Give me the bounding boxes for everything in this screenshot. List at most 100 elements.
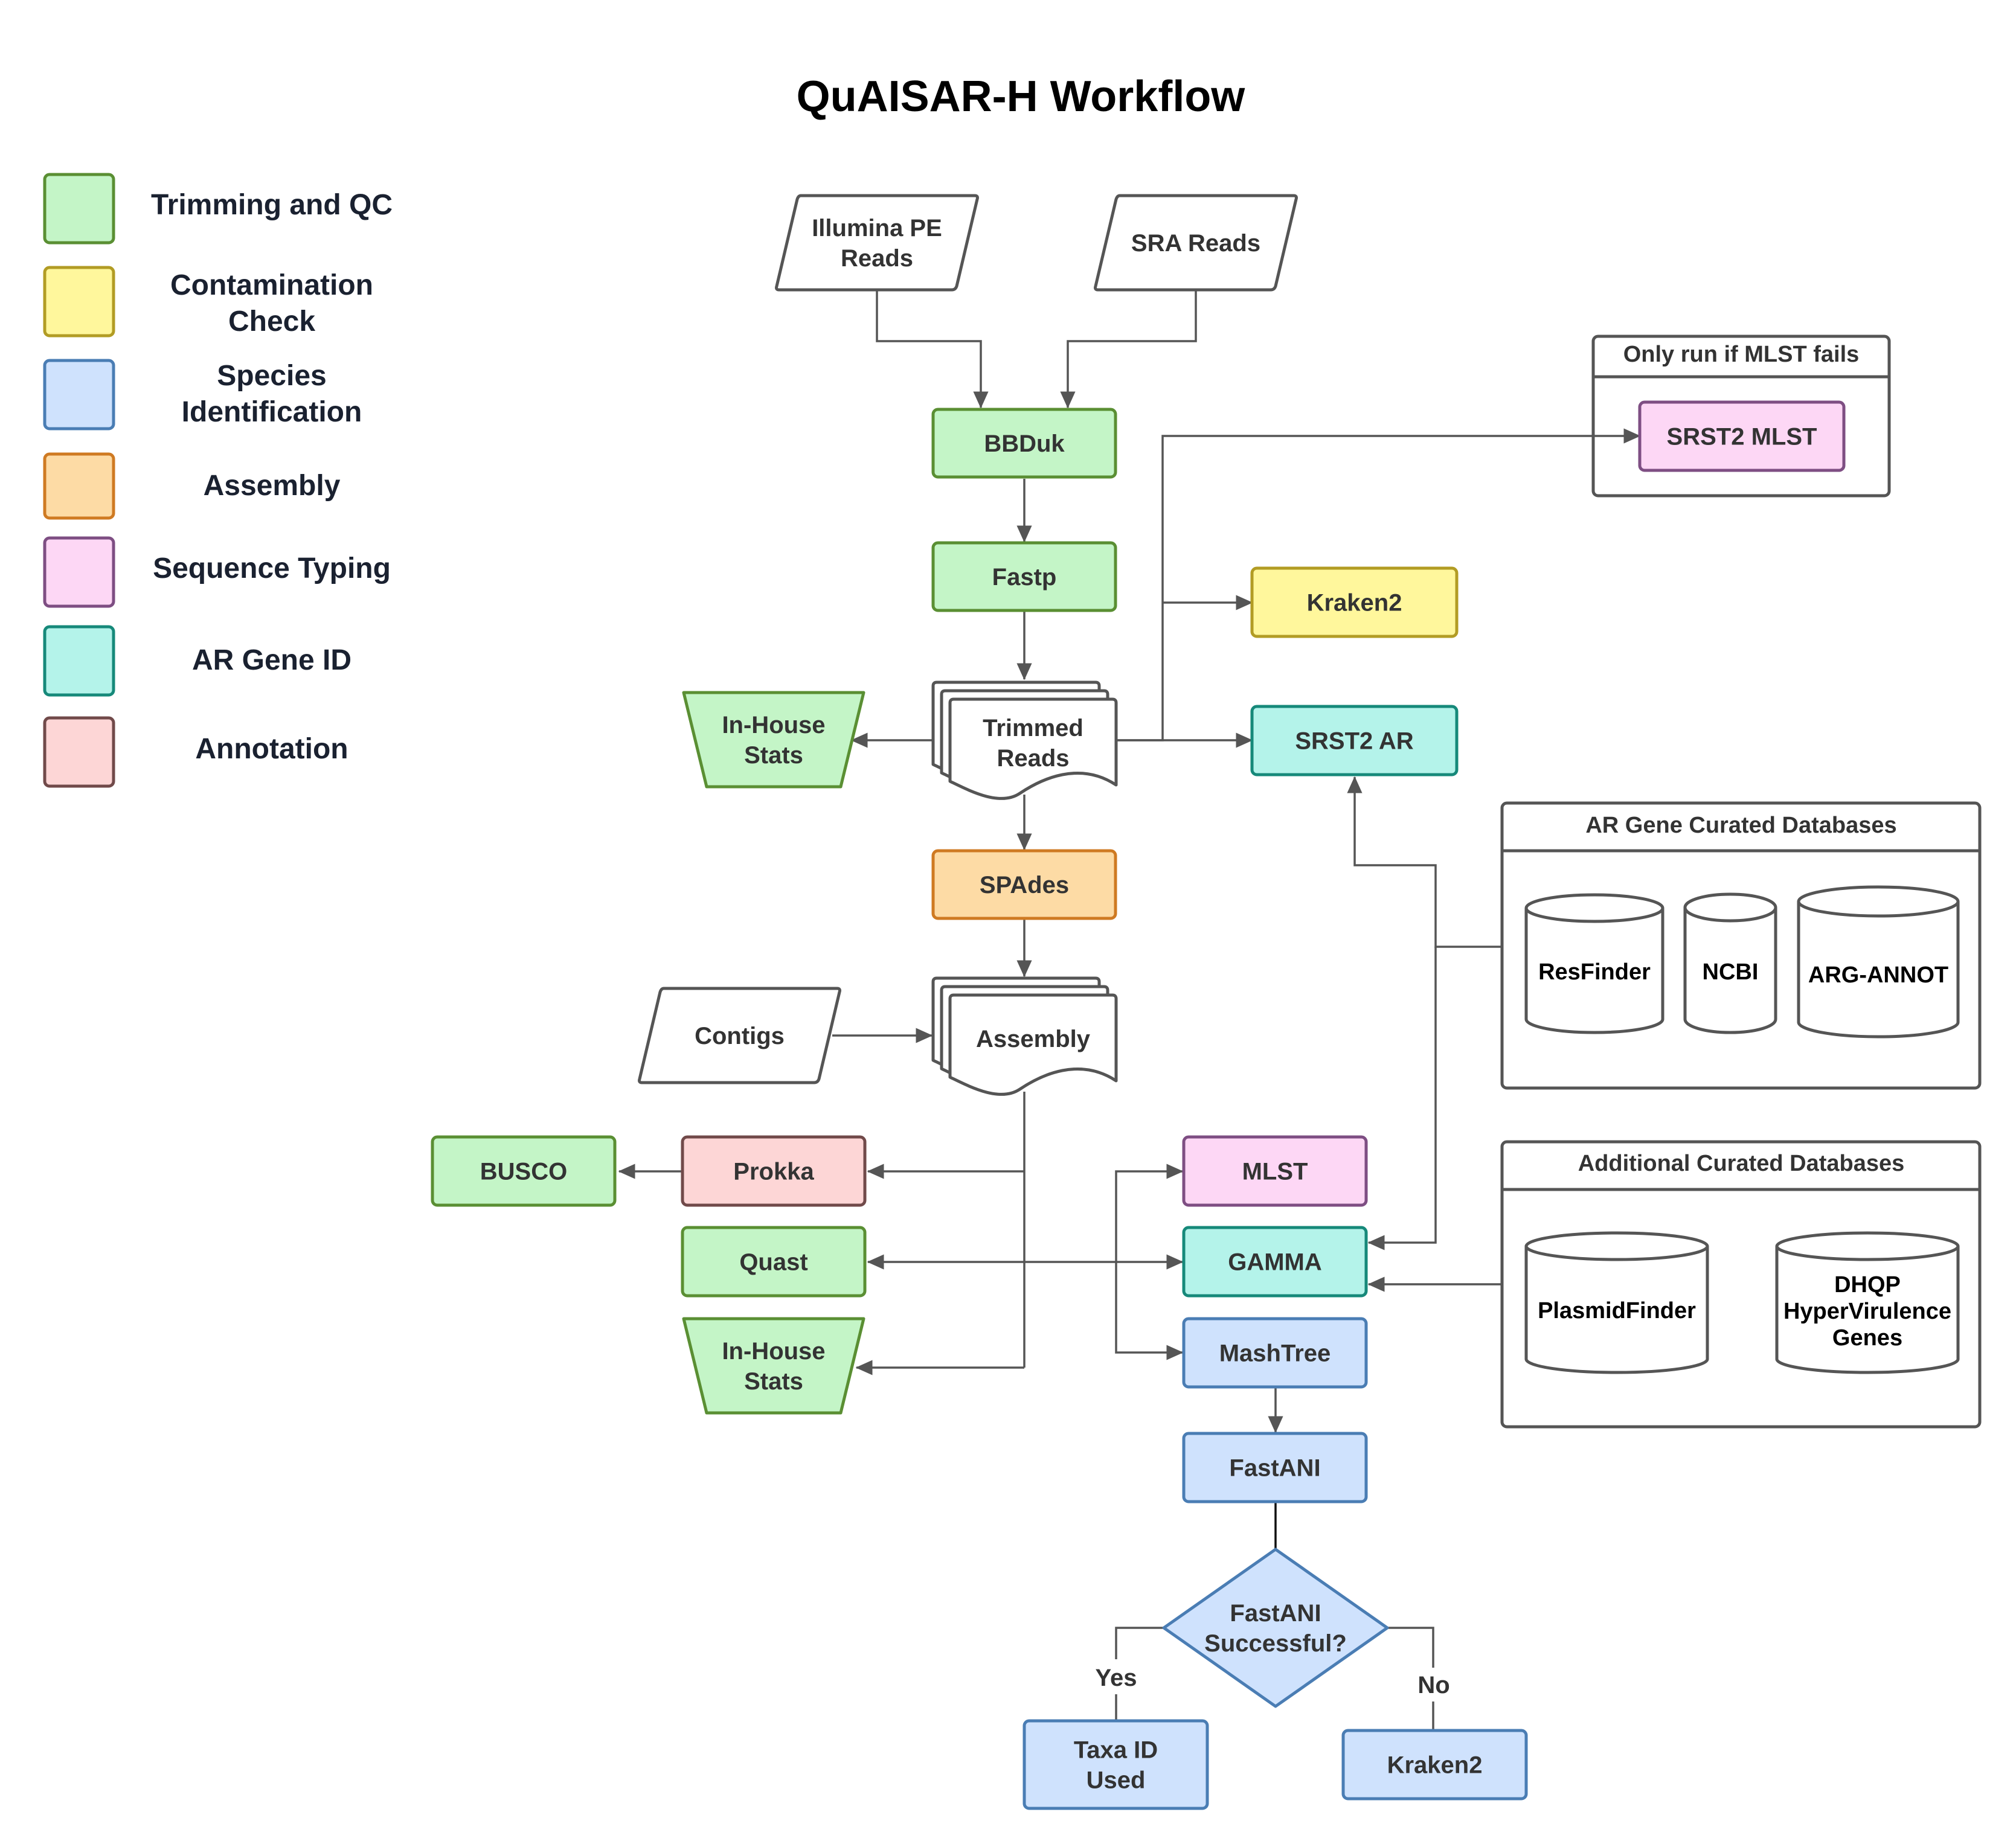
- cylinder-icon: [1797, 901, 1960, 1039]
- node-label: FastANI: [1229, 1455, 1320, 1482]
- legend-item-sequence-typing: Sequence Typing: [43, 536, 391, 608]
- node-busco: BUSCO: [431, 1135, 617, 1207]
- node-label: BBDuk: [984, 431, 1065, 457]
- node-shape: [638, 987, 841, 1084]
- node-assembly: Assembly: [931, 976, 1118, 1096]
- node-shape: [1182, 1226, 1368, 1298]
- edge-ar-databases-to-gamma: [1367, 947, 1437, 1250]
- legend-swatch: [43, 452, 115, 520]
- node-shape: [1638, 400, 1846, 472]
- legend-swatch: [43, 625, 115, 697]
- node-bbduk: BBDuk: [931, 408, 1117, 479]
- cylinder-icon: [1683, 908, 1777, 1034]
- node-srst2-mlst: SRST2 MLST: [1638, 400, 1846, 472]
- legend-item-assembly: Assembly: [43, 452, 341, 520]
- database-label: ARG-ANNOT: [1808, 962, 1948, 988]
- database-arg-annot: ARG-ANNOT: [1797, 885, 1960, 1039]
- legend-swatch: [43, 536, 115, 608]
- node-label: Prokka: [733, 1159, 814, 1185]
- node-shape: [1250, 566, 1459, 638]
- node-shape: [1182, 1135, 1368, 1207]
- group-title: Additional Curated Databases: [1578, 1151, 1905, 1176]
- node-gamma: GAMMA: [1182, 1226, 1368, 1298]
- node-fastp: Fastp: [931, 541, 1117, 612]
- node-shape: [1022, 1719, 1209, 1810]
- cylinder-icon: [1775, 1246, 1960, 1374]
- node-quast: Quast: [681, 1226, 867, 1298]
- node-spades: SPAdes: [931, 849, 1117, 920]
- node-shape: [681, 1226, 867, 1298]
- node-sra-reads: SRA Reads: [1094, 194, 1298, 292]
- database-label: NCBI: [1703, 959, 1759, 985]
- node-label: Contigs: [695, 1023, 785, 1049]
- legend-swatch: [43, 266, 115, 338]
- node-shape: [1341, 1729, 1528, 1801]
- legend-item-ar-gene-id: AR Gene ID: [43, 625, 352, 697]
- node-label: Quast: [739, 1249, 807, 1276]
- diagram-title: QuAISAR-H Workflow: [797, 72, 1246, 121]
- group-title: Only run if MLST fails: [1623, 342, 1860, 367]
- node-shape: [931, 408, 1117, 479]
- node-mashtree: MashTree: [1182, 1317, 1368, 1389]
- node-mlst: MLST: [1182, 1135, 1368, 1207]
- edge-illumina-to-bbduk: [876, 290, 989, 409]
- node-label: BUSCO: [480, 1159, 567, 1185]
- edge-ar-databases-to-srst2-ar: [1347, 776, 1502, 948]
- database-ncbi: NCBI: [1683, 892, 1777, 1034]
- node-shape: [1162, 1548, 1389, 1708]
- legend-label: Trimming and QC: [151, 189, 393, 221]
- legend-item-annotation: Annotation: [43, 716, 348, 788]
- node-kraken2: Kraken2: [1250, 566, 1459, 638]
- node-shape: [1182, 1317, 1368, 1389]
- node-label: MLST: [1242, 1159, 1308, 1185]
- legend-swatch: [43, 716, 115, 788]
- cylinder-icon: [1524, 1246, 1709, 1374]
- cylinder-icon: [1524, 908, 1664, 1034]
- database-plasmidfinder: PlasmidFinder: [1524, 1231, 1709, 1374]
- node-shape: [775, 194, 979, 292]
- edge-sra-to-bbduk: [1060, 290, 1197, 409]
- node-label: SRST2 AR: [1295, 728, 1413, 755]
- document-icon: [948, 993, 1118, 1096]
- node-shape: [431, 1135, 617, 1207]
- node-prokka: Prokka: [681, 1135, 867, 1207]
- legend-swatch: [43, 173, 115, 245]
- node-fastani: FastANI: [1182, 1432, 1368, 1503]
- node-label: GAMMA: [1228, 1249, 1322, 1276]
- edge-label-bg: [1415, 1668, 1453, 1702]
- node-contigs: Contigs: [638, 987, 841, 1084]
- node-shape: [681, 1135, 867, 1207]
- database-resfinder: ResFinder: [1524, 893, 1664, 1034]
- edge-trimmed-to-srst2-mlst: [1116, 428, 1641, 741]
- node-label: Fastp: [992, 564, 1057, 591]
- edge-assembly-to-mashtree: [1115, 1262, 1184, 1360]
- edge-label-no: No: [1417, 1672, 1449, 1698]
- node-label: Kraken2: [1307, 590, 1402, 616]
- node-shape: [1182, 1432, 1368, 1503]
- node-label: Assembly: [976, 1026, 1091, 1052]
- node-shape: [1094, 194, 1298, 292]
- node-srst2-ar: SRST2 AR: [1250, 705, 1459, 776]
- group-title: AR Gene Curated Databases: [1585, 813, 1896, 838]
- node-label: SPAdes: [980, 872, 1069, 898]
- edge-label-yes: Yes: [1096, 1665, 1137, 1691]
- node-shape: [931, 849, 1117, 920]
